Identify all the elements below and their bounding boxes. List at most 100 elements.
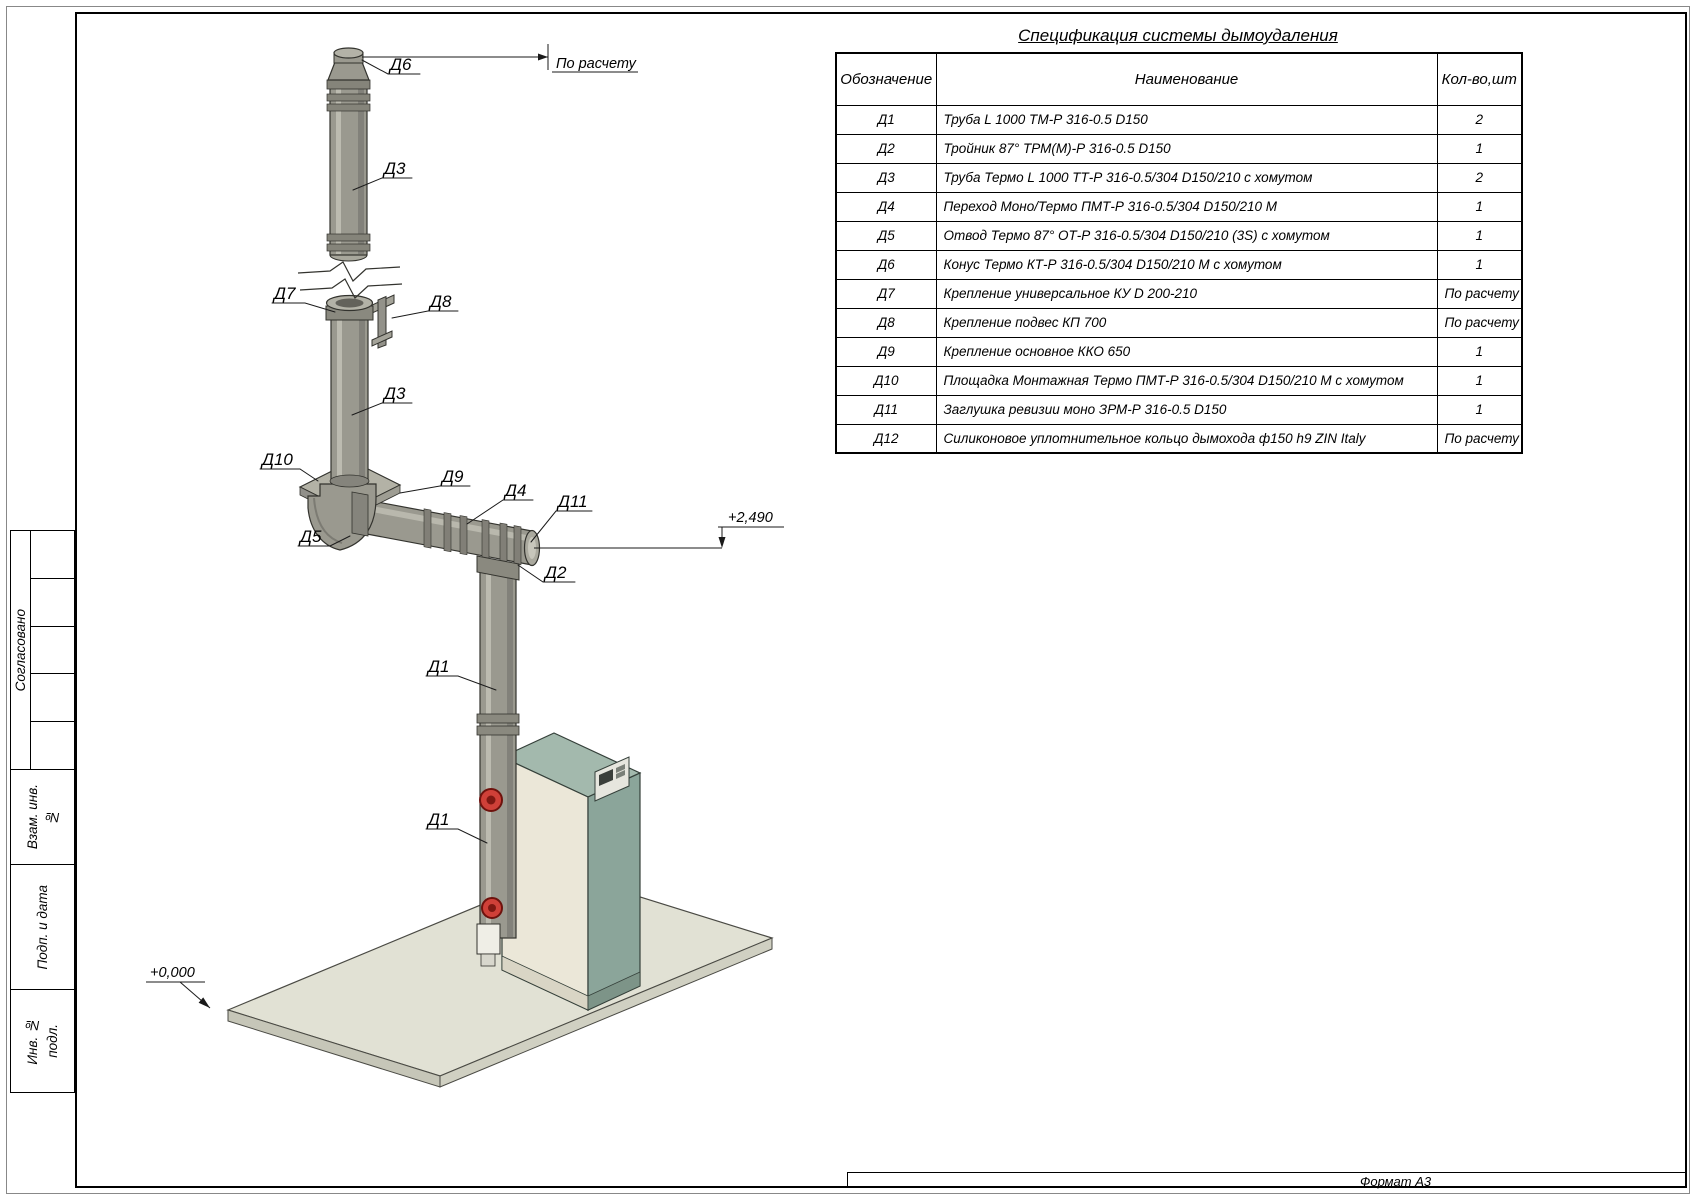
part-qty: 1 <box>1436 336 1523 367</box>
pipe-d3-upper-highlight <box>336 89 341 254</box>
approval-row <box>31 627 74 675</box>
part-qty: 1 <box>1436 249 1523 280</box>
label-d10: Д10 <box>259 450 319 482</box>
dim-top-height-text: По расчету <box>556 56 637 72</box>
leader-line <box>297 535 351 547</box>
format-label: Формат А3 <box>1360 1174 1432 1189</box>
tee-d2-branch-collar <box>476 555 520 581</box>
leader-line <box>352 177 413 191</box>
label-d3-mid: Д3 <box>351 384 413 416</box>
red-flange-upper-hub <box>486 795 496 805</box>
cone-d6 <box>326 47 371 90</box>
level-arrow <box>718 537 726 548</box>
clamp-ring <box>326 93 371 102</box>
part-qty: По расчету <box>1436 278 1523 309</box>
pipe-d3-lower-shade <box>359 303 365 481</box>
dimension-top-height: По расчету <box>362 44 638 73</box>
leader-line <box>425 675 497 691</box>
elbow-d5 <box>307 483 377 551</box>
label-d9: Д9 <box>399 467 471 494</box>
spec-header-row: Обозначение Наименование Кол-во,шт <box>835 52 1523 106</box>
approval-row <box>31 722 74 769</box>
label-d1-upper-text: Д1 <box>426 657 449 676</box>
pipe-break-symbol <box>297 261 403 299</box>
part-name: Крепление основное ККО 650 <box>935 336 1438 367</box>
label-d1-upper: Д1 <box>425 657 497 691</box>
part-code: Д5 <box>835 220 937 251</box>
cone-top-cap <box>333 47 364 59</box>
inv-no-label: Инв. № <box>25 1017 40 1065</box>
sheet-outer-frame <box>6 6 1690 1194</box>
label-d8: Д8 <box>391 292 459 319</box>
label-d7: Д7 <box>271 284 336 313</box>
part-qty: 1 <box>1436 365 1523 396</box>
part-code: Д10 <box>835 365 937 396</box>
part-name: Силиконовое уплотнительное кольцо дымохо… <box>935 423 1438 454</box>
boiler-side-face <box>587 772 641 1011</box>
podp-data-block: Подп. и дата <box>10 864 75 990</box>
part-code: Д7 <box>835 278 937 309</box>
clamp-ring <box>326 103 371 112</box>
leader-line <box>517 564 576 583</box>
part-qty: 1 <box>1436 220 1523 251</box>
pipe-horizontal-run <box>355 497 541 581</box>
part-code: Д8 <box>835 307 937 338</box>
approval-label-strip: Согласовано <box>11 531 31 769</box>
specification-block: Спецификация системы дымоудаления Обозна… <box>835 26 1523 454</box>
header-name: Наименование <box>935 52 1438 106</box>
leader-line <box>391 310 459 319</box>
part-code: Д1 <box>835 104 937 135</box>
part-labels: Д6 Д3 Д7 Д8 Д3 Д10 <box>259 55 593 844</box>
label-d5-text: Д5 <box>298 527 322 546</box>
control-panel-display <box>599 769 613 786</box>
part-qty: По расчету <box>1436 423 1523 454</box>
label-d3-top: Д3 <box>352 159 413 191</box>
part-code: Д11 <box>835 394 937 425</box>
label-d10-text: Д10 <box>260 450 293 469</box>
pipe-ring <box>443 512 452 553</box>
boiler-control-panel <box>594 756 630 802</box>
approval-row <box>31 531 74 579</box>
clamp-ring <box>326 233 371 242</box>
podp-data-label: Подп. и дата <box>35 884 50 970</box>
leader-line <box>466 499 534 525</box>
approval-row <box>31 579 74 627</box>
vzam-inv-block: Взам. инв. № <box>10 769 75 865</box>
approval-label: Согласовано <box>13 608 28 692</box>
label-d6: Д6 <box>361 55 421 75</box>
pipe-d3-lower <box>325 294 395 488</box>
pipe-d3-lower-highlight <box>337 303 342 481</box>
control-panel-button <box>616 770 625 779</box>
part-name: Тройник 87° ТРМ(М)-Р 316-0.5 D150 <box>935 133 1438 164</box>
part-name: Крепление подвес КП 700 <box>935 307 1438 338</box>
pipe-d3-top-bore <box>335 298 364 308</box>
pipe-d3-upper <box>326 87 371 262</box>
part-name: Труба L 1000 ТМ-Р 316-0.5 D150 <box>935 104 1438 135</box>
pipe-d1-vertical <box>476 565 520 967</box>
label-d9-text: Д9 <box>440 467 464 486</box>
spec-title: Спецификация системы дымоудаления <box>1018 26 1338 45</box>
pipe-ring <box>499 522 508 563</box>
leader-line <box>399 485 471 494</box>
pipe-ring <box>423 508 432 549</box>
format-strip: Формат А3 <box>847 1172 1687 1189</box>
vzam-inv-label: Взам. инв. <box>25 784 40 850</box>
break-line-upper <box>297 261 401 282</box>
label-d11-text: Д11 <box>556 492 588 511</box>
label-d4: Д4 <box>466 481 534 525</box>
label-d3-top-text: Д3 <box>382 159 406 178</box>
label-d7-text: Д7 <box>272 284 296 303</box>
inv-podl-label: подл. <box>45 1024 60 1058</box>
leader-line <box>259 468 319 482</box>
